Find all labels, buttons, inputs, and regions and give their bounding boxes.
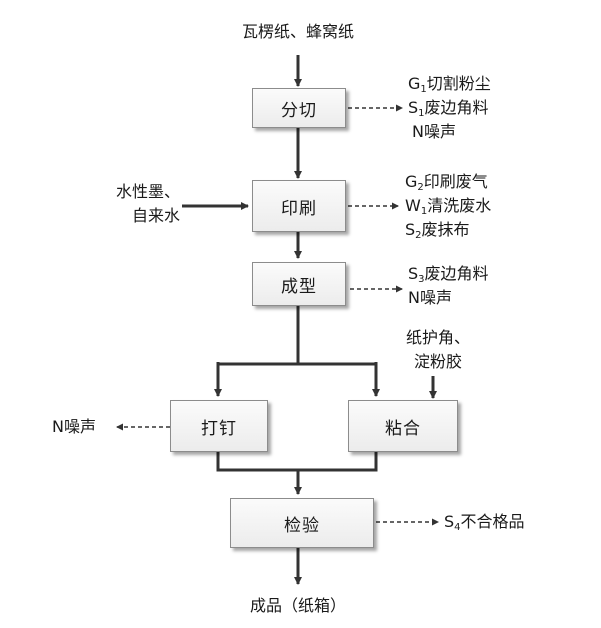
print-output-2: W1清洗废水 <box>405 196 492 217</box>
print-output-3: S2废抹布 <box>405 220 470 241</box>
step-nail-label: 打钉 <box>201 418 237 439</box>
form-output-1: S3废边角料 <box>408 264 489 285</box>
merge-line <box>216 452 378 472</box>
final-product-label: 成品（纸箱） <box>249 596 346 615</box>
cut-output-2: S1废边角料 <box>408 98 489 119</box>
inspect-output: S4不合格品 <box>444 512 525 533</box>
step-glue-box: 粘合 <box>348 400 458 452</box>
step-print-box: 印刷 <box>252 180 346 232</box>
step-form-box: 成型 <box>252 262 346 306</box>
step-glue-label: 粘合 <box>385 418 421 439</box>
form-output-2: N噪声 <box>408 288 452 307</box>
print-side-input-line1: 水性墨、 <box>115 182 180 201</box>
print-output-1: G2印刷废气 <box>405 172 488 193</box>
nail-output: N噪声 <box>52 417 96 436</box>
cut-output-3: N噪声 <box>412 122 456 141</box>
step-cut-box: 分切 <box>252 88 346 128</box>
step-print-label: 印刷 <box>281 198 317 219</box>
step-cut-label: 分切 <box>281 100 317 121</box>
glue-side-input-line2: 淀粉胶 <box>413 352 462 371</box>
print-side-input-line2: 自来水 <box>131 206 180 225</box>
step-nail-box: 打钉 <box>170 400 268 452</box>
input-material-label: 瓦楞纸、蜂窝纸 <box>241 22 354 41</box>
cut-output-1: G1切割粉尘 <box>408 74 491 95</box>
glue-side-input-line1: 纸护角、 <box>405 328 470 347</box>
step-inspect-box: 检验 <box>230 498 374 548</box>
step-inspect-label: 检验 <box>284 515 320 536</box>
step-form-label: 成型 <box>281 276 317 297</box>
